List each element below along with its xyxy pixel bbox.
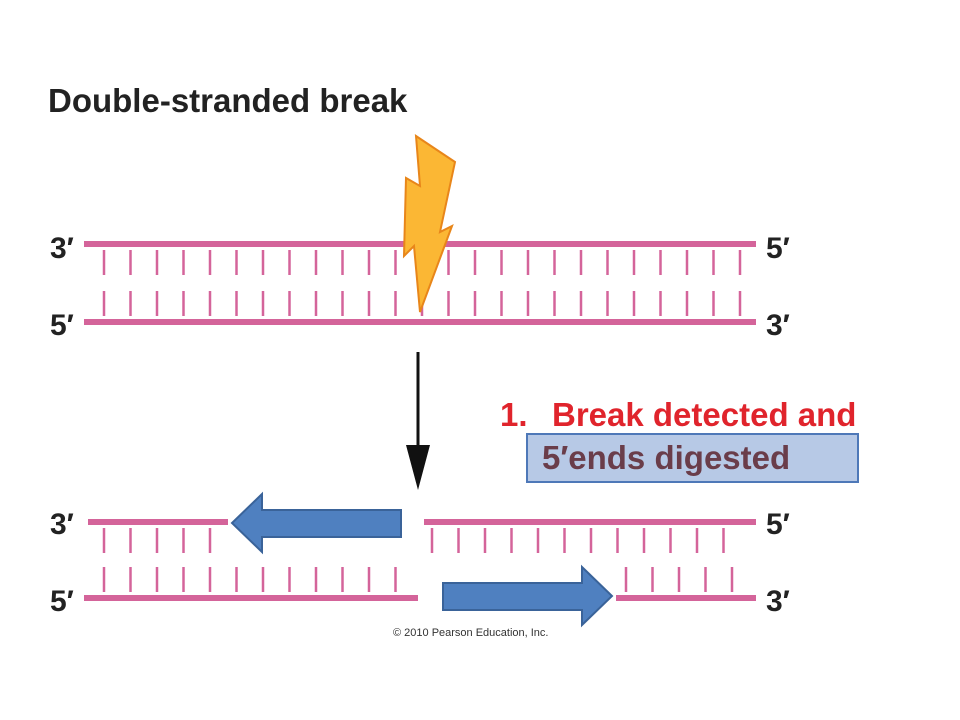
digestion-arrow-left-icon: [230, 491, 402, 555]
digestion-arrow-right-icon: [442, 564, 614, 628]
broken-dna-duplex: [84, 519, 756, 601]
label-top-right-5prime: 5′: [766, 232, 790, 265]
label-broken-bottom-left-5prime: 5′: [50, 585, 74, 618]
diagram-title: Double-stranded break: [48, 82, 408, 119]
copyright-notice: © 2010 Pearson Education, Inc.: [393, 627, 548, 639]
base-pair-ticks-broken: [102, 528, 734, 592]
base-pair-ticks: [102, 250, 742, 316]
lightning-bolt-icon: [402, 134, 457, 313]
label-broken-bottom-right-3prime: 3′: [766, 585, 790, 618]
label-bottom-left-5prime: 5′: [50, 309, 74, 342]
step-line1: Break detected and: [552, 396, 856, 433]
step-line2: 5′ends digested: [542, 439, 790, 476]
step-number: 1.: [500, 396, 528, 433]
down-arrow-icon: [406, 352, 430, 490]
label-bottom-right-3prime: 3′: [766, 309, 790, 342]
label-broken-top-right-5prime: 5′: [766, 508, 790, 541]
step-highlight-box: [526, 433, 859, 483]
label-top-left-3prime: 3′: [50, 232, 74, 265]
label-broken-top-left-3prime: 3′: [50, 508, 74, 541]
